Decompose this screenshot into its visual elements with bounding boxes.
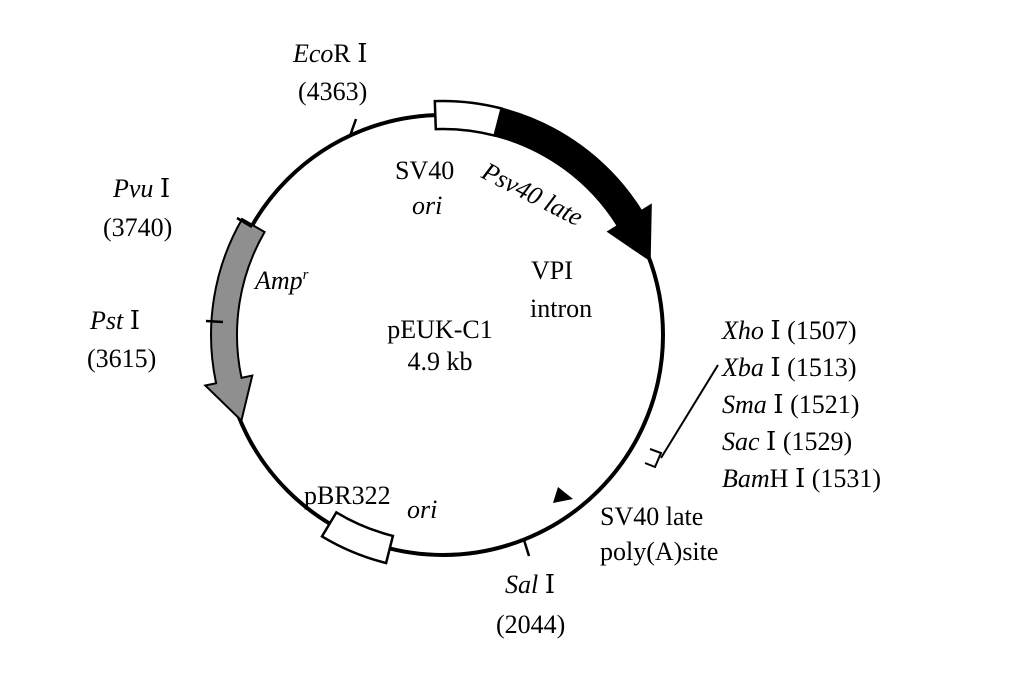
mcs-site-xbai: Xba Ⅰ (1513)	[721, 353, 857, 382]
amp-label: Ampr	[253, 266, 309, 295]
sali-label: Sal Ⅰ	[505, 570, 555, 599]
pvui-site-tick	[236, 216, 253, 229]
sv40-polya-label: SV40 late	[600, 502, 703, 531]
mcs-site-bamhi: BamH Ⅰ (1531)	[722, 464, 881, 493]
amp-resistance-arrow	[203, 217, 266, 423]
mcs-bracket	[644, 448, 663, 469]
psti-position: (3615)	[87, 344, 156, 373]
psti-site-tick	[205, 319, 224, 324]
vpi-intron-sublabel: intron	[530, 294, 592, 323]
mcs-site-smai: Sma Ⅰ (1521)	[722, 390, 859, 419]
mcs-site-saci: Sac Ⅰ (1529)	[722, 427, 852, 456]
sv40-polya-sublabel: poly(A)site	[600, 537, 718, 566]
plasmid-name: pEUK-C1	[387, 315, 492, 344]
sv40-ori-sublabel: ori	[412, 191, 442, 220]
ecori-site-tick	[348, 118, 358, 137]
vpi-intron-label: VPI	[531, 256, 573, 285]
pbr322-ori-label: pBR322	[304, 481, 391, 510]
pvui-position: (3740)	[103, 213, 172, 242]
ecori-label: EcoR Ⅰ	[292, 39, 368, 68]
psti-label: Pst Ⅰ	[89, 306, 140, 335]
mcs-leader-line	[660, 364, 719, 459]
sv40-ori-label: SV40	[395, 156, 454, 185]
pvui-label: Pvu Ⅰ	[112, 174, 170, 203]
ecori-position: (4363)	[298, 77, 367, 106]
pbr322-ori-sublabel: ori	[407, 495, 437, 524]
psv40-late-arrow	[493, 107, 652, 262]
polya-marker-icon	[553, 487, 573, 503]
mcs-site-xhoi: Xho Ⅰ (1507)	[721, 316, 857, 345]
plasmid-size: 4.9 kb	[408, 347, 473, 376]
sali-site-tick	[522, 539, 531, 557]
sv40-ori-box	[433, 99, 504, 138]
pbr322-ori-box	[320, 510, 395, 565]
sali-position: (2044)	[496, 610, 565, 639]
